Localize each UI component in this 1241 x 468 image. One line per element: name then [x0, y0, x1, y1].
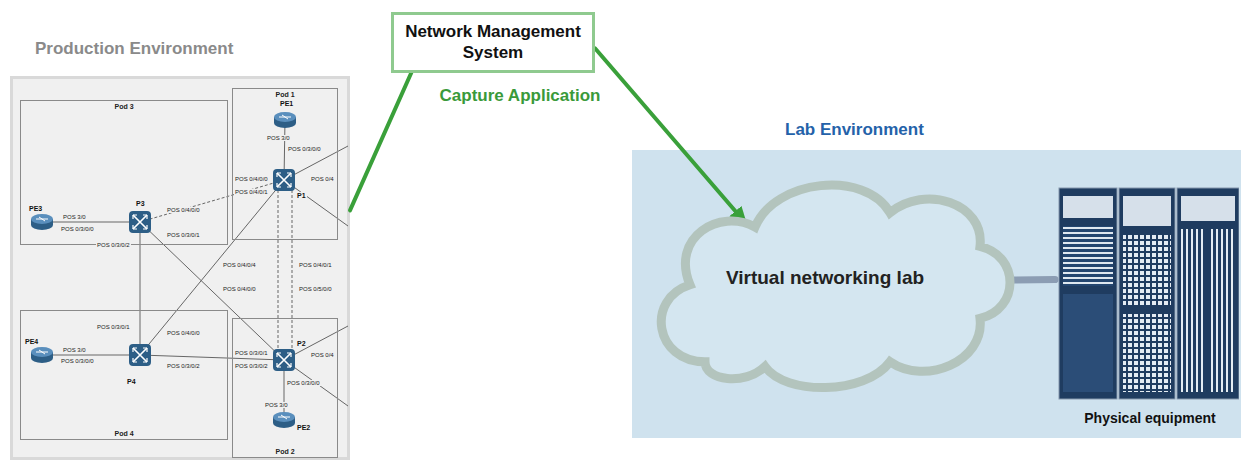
interface-label: POS 0/3/0/1 [96, 324, 131, 330]
cable-link [1011, 276, 1055, 283]
flow-label: Capture Application [440, 86, 601, 106]
interface-label: POS 0/3/0/2 [166, 363, 201, 369]
topology-part [278, 180, 279, 360]
router-name: P3 [135, 200, 146, 207]
panel-heading: Lab Environment [785, 120, 924, 140]
interface-label: POS 0/3/0/0 [60, 358, 95, 364]
topology-part [140, 222, 284, 360]
cloud-label: Virtual networking lab [635, 267, 1015, 289]
topology-part [292, 180, 293, 360]
router-name: PE4 [24, 338, 39, 345]
interface-label: POS 0/4/0/1 [298, 262, 333, 268]
interface-label: POS 0/4/0/0 [166, 330, 201, 336]
pod-title: Pod 2 [233, 448, 337, 455]
rack-part [1063, 294, 1113, 392]
topology-part [140, 180, 284, 222]
rack-part [1063, 226, 1113, 286]
pod-title: Pod 3 [21, 103, 227, 110]
router-name: P2 [296, 340, 307, 347]
router-name: P1 [296, 192, 307, 199]
topology-part [140, 180, 284, 355]
interface-label: POS 0/4/0/0 [234, 176, 269, 182]
equipment-label: Physical equipment [1055, 410, 1241, 426]
rack-part [1177, 188, 1239, 399]
cloud-shape: Virtual networking lab [635, 155, 1015, 405]
topology-part [273, 169, 295, 191]
topology-part [273, 412, 295, 428]
lab-panel: Lab EnvironmentVirtual networking lab Ph… [632, 150, 1241, 438]
interface-label: POS 0/4/0/0 [166, 207, 201, 213]
topology-part [42, 355, 140, 356]
interface-label: POS 0/4 [310, 176, 335, 182]
interface-label: POS 3/0 [62, 347, 87, 353]
flow-arrow [350, 73, 411, 211]
router-name: PE2 [296, 424, 311, 431]
topology-part [140, 222, 141, 355]
rack-part [1119, 188, 1175, 399]
interface-label: POS 3/0 [266, 135, 291, 141]
topology-part [273, 349, 295, 371]
interface-label: POS 0/4/0/0 [222, 286, 257, 292]
topology-part [129, 211, 151, 233]
interface-label: POS 0/3/0/0 [286, 380, 321, 386]
pod-title: Pod 1 [233, 91, 337, 98]
interface-label: POS 0/4 [310, 352, 335, 358]
network-topology [10, 76, 350, 460]
rack-part [1181, 196, 1235, 221]
pod-box: Pod 2 [232, 318, 338, 458]
rack-part [1210, 229, 1235, 392]
interface-label: POS 0/3/0/0 [60, 226, 95, 232]
topology-part [274, 112, 296, 128]
panel-heading: Production Environment [35, 39, 233, 59]
interface-label: POS 0/3/0/0 [287, 146, 322, 152]
rack-part [1123, 196, 1171, 226]
pod-box: Pod 3 [20, 100, 228, 245]
interface-label: POS 3/0 [62, 214, 87, 220]
interface-label: POS 0/3/0/2 [96, 242, 131, 248]
interface-label: POS 0/3/0/2 [234, 363, 269, 369]
rack-part [1063, 196, 1113, 218]
panel-fill [632, 150, 1241, 438]
interface-label: POS 0/5/0/0 [298, 286, 333, 292]
rack-part [1123, 314, 1171, 392]
box-label: Network Management System [404, 21, 582, 64]
rack-part [1059, 188, 1117, 399]
pod-box: Pod 1 [232, 88, 338, 240]
interface-label: POS 0/4/0/4 [222, 262, 257, 268]
interface-label: POS 0/3/0/1 [234, 350, 269, 356]
panel-fill [10, 76, 350, 460]
equipment-group: Physical equipment [1055, 186, 1241, 426]
flow-arrow [595, 48, 745, 222]
rack-part [1181, 229, 1205, 392]
topology-part [13, 79, 347, 457]
topology-part [31, 214, 53, 230]
topology-part [31, 347, 53, 363]
topology-part [129, 344, 151, 366]
router-name: PE3 [28, 205, 43, 212]
rack-part [1123, 234, 1171, 306]
interface-label: POS 0/4/0/1 [234, 189, 269, 195]
interface-label: POS 0/3/0/1 [166, 232, 201, 238]
rack-illustration [1055, 186, 1239, 401]
interface-label: POS 3/0 [264, 402, 289, 408]
production-panel: Production EnvironmentPod 3Pod 1Pod 4Pod… [10, 76, 350, 460]
topology-part [42, 120, 348, 420]
router-name: P4 [126, 378, 137, 385]
pod-title: Pod 4 [21, 430, 227, 437]
topology-part [42, 222, 140, 223]
router-name: PE1 [279, 100, 294, 107]
system-box: Network Management System [391, 12, 595, 73]
